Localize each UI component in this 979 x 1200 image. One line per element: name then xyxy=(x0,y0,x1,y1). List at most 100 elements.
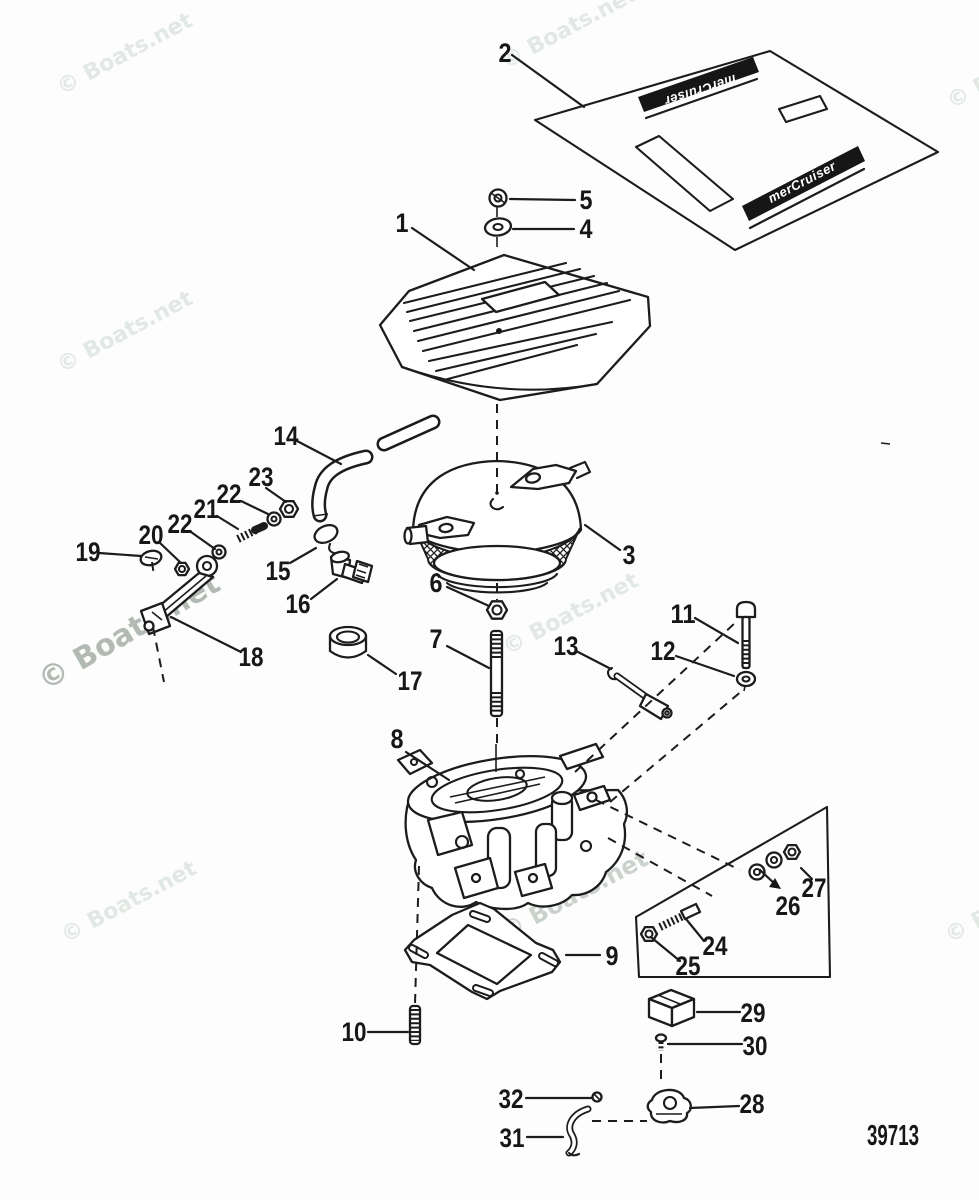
part-stud-24 xyxy=(658,902,702,931)
leader-14 xyxy=(295,439,343,466)
part-nut-20 xyxy=(173,561,191,577)
callout-24: 24 xyxy=(703,931,728,961)
part-plug-17 xyxy=(328,625,368,659)
callout-27: 27 xyxy=(802,873,827,903)
callouts: 1 2 3 4 5 6 7 8 9 10 11 12 13 14 15 16 1… xyxy=(76,38,827,1153)
callout-20: 20 xyxy=(139,520,164,550)
dash-box-lower xyxy=(607,837,713,897)
callout-6: 6 xyxy=(430,568,443,598)
callout-9: 9 xyxy=(606,941,619,971)
callout-10: 10 xyxy=(342,1017,367,1047)
leader-6 xyxy=(445,585,491,608)
watermark-text: © Boats.net xyxy=(53,286,197,378)
watermark-text: © Boats.net xyxy=(57,856,201,948)
callout-14: 14 xyxy=(274,421,299,451)
leader-8 xyxy=(404,750,451,782)
callout-31: 31 xyxy=(500,1123,525,1153)
leader-5 xyxy=(508,197,577,202)
dash-washer12-carb xyxy=(609,689,744,803)
leader-12 xyxy=(674,654,736,678)
part-gasket-9 xyxy=(403,901,562,1001)
callout-3: 3 xyxy=(623,540,636,570)
callout-18: 18 xyxy=(239,642,264,672)
part-washers-26 xyxy=(748,851,783,881)
part-cover-29 xyxy=(647,988,696,1028)
callout-23: 23 xyxy=(249,462,274,492)
part-screw-32 xyxy=(591,1091,603,1103)
leader-13 xyxy=(576,650,613,671)
leader-3 xyxy=(583,523,622,552)
part-link-13 xyxy=(606,666,673,721)
callout-5: 5 xyxy=(580,185,593,215)
callout-19: 19 xyxy=(76,537,101,567)
part-washer-4 xyxy=(483,217,513,237)
centerline-bracket-top xyxy=(151,561,155,577)
watermark-text: © Boats.net xyxy=(497,0,641,74)
hardware-box-24-27 xyxy=(634,805,832,979)
leader-28 xyxy=(688,1104,741,1110)
dash-bolt11-carb xyxy=(574,621,737,773)
callout-15: 15 xyxy=(266,556,291,586)
decal-brand-label: merCruiser xyxy=(765,158,838,206)
assembly-dashed-lines xyxy=(151,404,744,1122)
part-grommet-19 xyxy=(139,549,163,567)
part-bracket-18 xyxy=(139,554,219,636)
leader-22a xyxy=(189,530,217,551)
leader-22b xyxy=(239,499,270,516)
leader-lines xyxy=(97,53,891,1139)
part-cover xyxy=(378,253,652,402)
leader-7 xyxy=(445,644,491,670)
callout-26: 26 xyxy=(776,891,801,921)
part-nut-5 xyxy=(488,188,508,208)
part-fitting-16 xyxy=(329,550,374,585)
watermark-text: © Boats.net xyxy=(943,22,979,114)
callout-8: 8 xyxy=(391,724,404,754)
callout-22a: 22 xyxy=(168,509,193,539)
callout-22b: 22 xyxy=(217,479,242,509)
callout-21: 21 xyxy=(194,494,219,524)
callout-1: 1 xyxy=(396,208,409,238)
callout-17: 17 xyxy=(398,666,423,696)
part-flame-arrestor xyxy=(403,459,592,594)
part-nut-23 xyxy=(278,500,300,518)
leader-17 xyxy=(366,653,398,676)
callout-29: 29 xyxy=(741,998,766,1028)
part-bolt-11 xyxy=(735,600,757,670)
leader-23 xyxy=(264,486,288,504)
part-screw-30 xyxy=(654,1033,668,1051)
leader-11 xyxy=(693,616,740,645)
part-stud-7 xyxy=(489,629,504,718)
leader-16 xyxy=(309,577,339,601)
leader-26-arrow xyxy=(758,868,781,889)
leader-2 xyxy=(510,53,586,109)
callout-11: 11 xyxy=(671,599,696,629)
part-stud-10 xyxy=(408,1004,422,1046)
part-washer-22b xyxy=(266,511,282,527)
part-hose-14 xyxy=(311,414,441,523)
callout-2: 2 xyxy=(499,38,512,68)
callout-4: 4 xyxy=(580,214,593,244)
part-cap-15 xyxy=(313,524,339,555)
leader-19 xyxy=(97,551,143,558)
leader-27 xyxy=(799,866,814,881)
callout-12: 12 xyxy=(651,636,676,666)
leader-21 xyxy=(215,514,240,531)
part-stud-21 xyxy=(236,522,268,543)
watermark-text: © Boats.net xyxy=(941,856,979,948)
leader-1 xyxy=(410,226,476,272)
callout-32: 32 xyxy=(499,1084,524,1114)
leader-15 xyxy=(288,546,318,565)
callout-25: 25 xyxy=(676,951,701,981)
leader-25 xyxy=(650,936,682,963)
centerline-gasket xyxy=(414,865,420,1005)
part-bracket-28 xyxy=(646,1088,692,1124)
callout-13: 13 xyxy=(554,631,579,661)
dash-box-upper xyxy=(595,799,741,871)
callout-30: 30 xyxy=(743,1031,768,1061)
part-decal-sheet: merCruiser merCruiser xyxy=(533,49,940,252)
centerline-bracket-bottom xyxy=(152,626,165,683)
part-nut-27 xyxy=(782,843,802,861)
part-nut-6 xyxy=(485,600,509,620)
